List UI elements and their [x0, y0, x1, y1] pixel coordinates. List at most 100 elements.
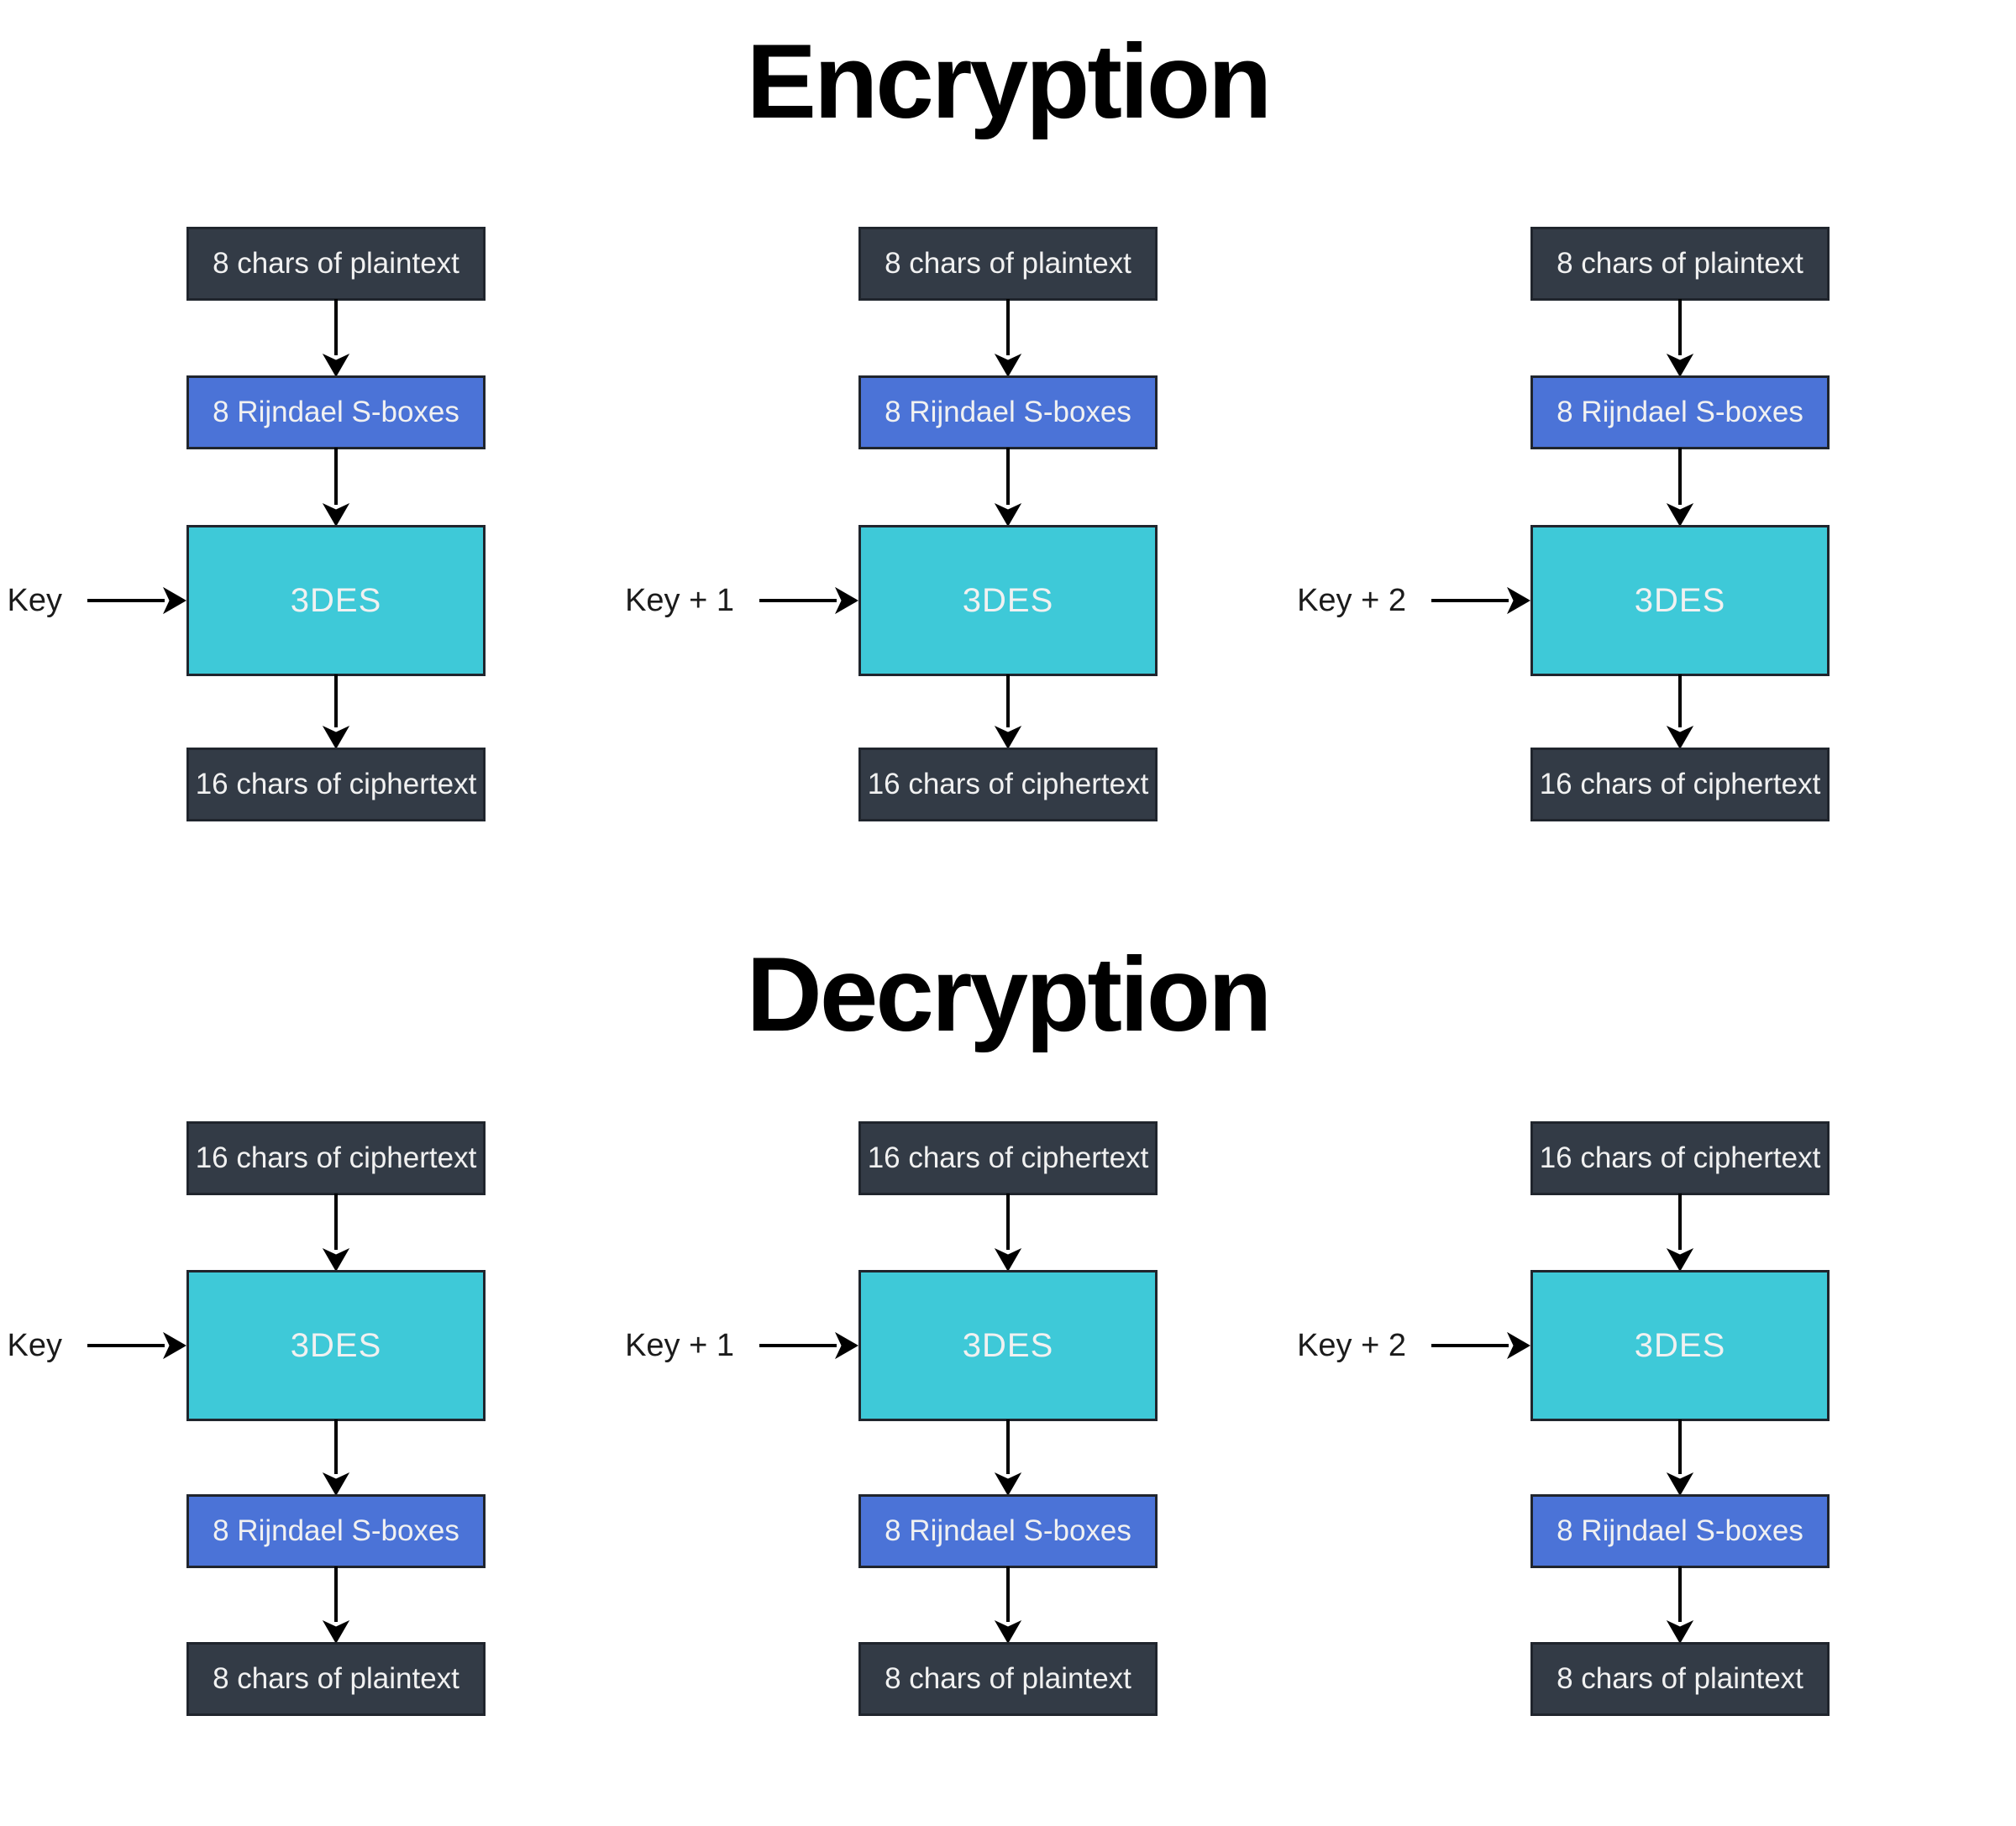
down-arrow [1665, 674, 1695, 749]
encryption-col3-3des-box: 3DES [1530, 525, 1830, 676]
arrowhead-right-icon [1507, 1331, 1530, 1360]
arrow-line [1006, 448, 1010, 505]
encryption-col1-output-box: 16 chars of ciphertext [186, 748, 486, 821]
arrow-line [759, 599, 837, 602]
arrow-line [334, 448, 338, 505]
arrowhead-right-icon [1507, 586, 1530, 615]
arrow-line [1006, 674, 1010, 727]
key-input: Key + 2 [1297, 582, 1530, 619]
arrowhead-right-icon [835, 586, 858, 615]
arrowhead-down-icon [1666, 1620, 1694, 1644]
key-label: Key [7, 1327, 62, 1363]
down-arrow [1665, 1194, 1695, 1272]
decryption-col3-sbox-box: 8 Rijndael S-boxes [1530, 1494, 1830, 1568]
arrow-line [334, 1566, 338, 1622]
arrow-line [1678, 1194, 1682, 1250]
decryption-col2-output-box: 8 chars of plaintext [858, 1642, 1158, 1716]
encryption-col3-sbox-box: 8 Rijndael S-boxes [1530, 375, 1830, 449]
arrow-line [1431, 599, 1509, 602]
arrow-line [1006, 1419, 1010, 1474]
arrowhead-down-icon [994, 1620, 1022, 1644]
encryption-col2-sbox-box: 8 Rijndael S-boxes [858, 375, 1158, 449]
key-label: Key + 1 [625, 1327, 734, 1363]
down-arrow [321, 448, 351, 527]
arrowhead-down-icon [994, 1248, 1022, 1272]
down-arrow [993, 448, 1023, 527]
arrowhead-down-icon [994, 1472, 1022, 1496]
encryption-col2-input-box: 8 chars of plaintext [858, 227, 1158, 301]
key-input: Key [8, 1327, 186, 1364]
arrow-line [1431, 1344, 1509, 1347]
key-input: Key + 1 [625, 1327, 858, 1364]
arrowhead-down-icon [1666, 1472, 1694, 1496]
arrowhead-down-icon [994, 726, 1022, 749]
encryption-col2-output-box: 16 chars of ciphertext [858, 748, 1158, 821]
key-label: Key [7, 582, 62, 618]
decryption-title: Decryption [746, 937, 1273, 1053]
down-arrow [993, 299, 1023, 377]
decryption-col3-output-box: 8 chars of plaintext [1530, 1642, 1830, 1716]
decryption-col3-3des-box: 3DES [1530, 1270, 1830, 1421]
key-label: Key + 1 [625, 582, 734, 618]
arrowhead-down-icon [322, 503, 350, 527]
arrow-line [759, 1344, 837, 1347]
arrowhead-down-icon [1666, 354, 1694, 377]
key-input: Key [8, 582, 186, 619]
encryption-col3-input-box: 8 chars of plaintext [1530, 227, 1830, 301]
down-arrow [993, 1419, 1023, 1496]
decryption-col1-3des-box: 3DES [186, 1270, 486, 1421]
arrow-line [1678, 1566, 1682, 1622]
arrowhead-down-icon [1666, 1248, 1694, 1272]
arrowhead-down-icon [322, 1472, 350, 1496]
down-arrow [1665, 448, 1695, 527]
encryption-col3-output-box: 16 chars of ciphertext [1530, 748, 1830, 821]
down-arrow [321, 674, 351, 749]
key-label: Key + 2 [1297, 582, 1406, 618]
arrow-line [334, 1194, 338, 1250]
arrowhead-down-icon [322, 1248, 350, 1272]
arrowhead-down-icon [994, 354, 1022, 377]
key-label: Key + 2 [1297, 1327, 1406, 1363]
arrow-line [87, 599, 165, 602]
arrow-line [1006, 1194, 1010, 1250]
arrow-line [334, 674, 338, 727]
encryption-col1-sbox-box: 8 Rijndael S-boxes [186, 375, 486, 449]
down-arrow [321, 1419, 351, 1496]
decryption-col2-input-box: 16 chars of ciphertext [858, 1121, 1158, 1195]
down-arrow [1665, 1419, 1695, 1496]
decryption-col3-input-box: 16 chars of ciphertext [1530, 1121, 1830, 1195]
decryption-col2-sbox-box: 8 Rijndael S-boxes [858, 1494, 1158, 1568]
encryption-col1-3des-box: 3DES [186, 525, 486, 676]
key-input: Key + 2 [1297, 1327, 1530, 1364]
encryption-title: Encryption [746, 24, 1273, 140]
arrow-line [1678, 448, 1682, 505]
arrowhead-down-icon [994, 503, 1022, 527]
arrow-line [334, 299, 338, 355]
arrowhead-right-icon [163, 586, 186, 615]
arrow-line [1006, 1566, 1010, 1622]
arrowhead-down-icon [1666, 726, 1694, 749]
arrowhead-down-icon [1666, 503, 1694, 527]
decryption-col1-output-box: 8 chars of plaintext [186, 1642, 486, 1716]
down-arrow [1665, 1566, 1695, 1644]
arrowhead-down-icon [322, 354, 350, 377]
arrow-line [334, 1419, 338, 1474]
down-arrow [993, 674, 1023, 749]
arrow-line [1006, 299, 1010, 355]
arrow-line [1678, 674, 1682, 727]
down-arrow [321, 1566, 351, 1644]
key-input: Key + 1 [625, 582, 858, 619]
arrow-line [87, 1344, 165, 1347]
down-arrow [993, 1194, 1023, 1272]
down-arrow [993, 1566, 1023, 1644]
down-arrow [321, 299, 351, 377]
arrowhead-right-icon [163, 1331, 186, 1360]
encryption-col1-input-box: 8 chars of plaintext [186, 227, 486, 301]
arrowhead-down-icon [322, 726, 350, 749]
down-arrow [321, 1194, 351, 1272]
arrow-line [1678, 299, 1682, 355]
decryption-col1-sbox-box: 8 Rijndael S-boxes [186, 1494, 486, 1568]
arrow-line [1678, 1419, 1682, 1474]
encryption-col2-3des-box: 3DES [858, 525, 1158, 676]
